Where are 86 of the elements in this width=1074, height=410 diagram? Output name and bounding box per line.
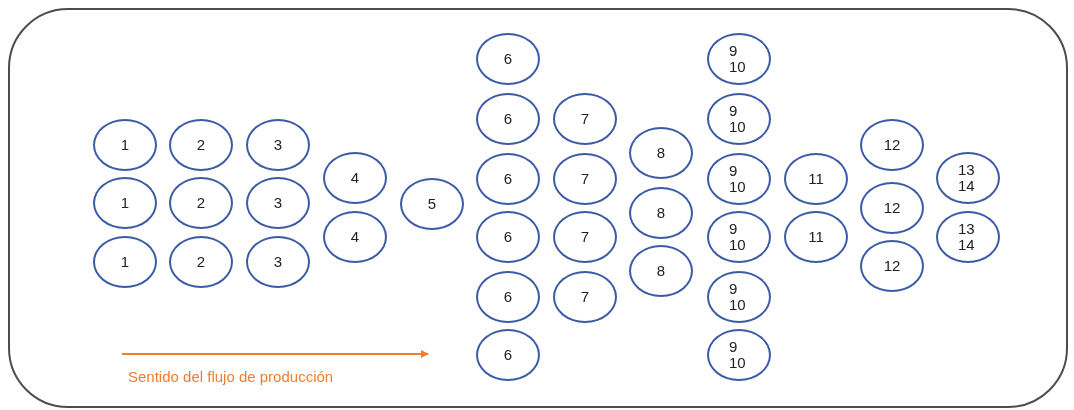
station-number: 9 (729, 281, 738, 297)
station-circle (707, 271, 771, 323)
station-circle (169, 177, 233, 229)
station-number: 8 (656, 263, 666, 279)
station-circle (629, 187, 693, 239)
station-circle (553, 153, 617, 205)
station-number: 10 (729, 179, 746, 195)
station-circle (169, 236, 233, 288)
station-circle (553, 211, 617, 263)
station-number: 5 (427, 196, 437, 212)
station-circle (936, 211, 1000, 263)
station-number: 13 (958, 221, 975, 237)
station-circle (707, 211, 771, 263)
station-number: 6 (503, 229, 513, 245)
station-number: 6 (503, 111, 513, 127)
station-circle (246, 119, 310, 171)
station-number: 7 (580, 229, 590, 245)
station-circle (860, 119, 924, 171)
station-circle (93, 119, 157, 171)
station-circle (246, 236, 310, 288)
station-circle (629, 245, 693, 297)
station-number: 2 (196, 254, 206, 270)
station-number: 10 (729, 355, 746, 371)
station-number: 6 (503, 289, 513, 305)
station-circle (323, 211, 387, 263)
station-number: 1 (120, 195, 130, 211)
station-circle (707, 33, 771, 85)
station-circle (553, 271, 617, 323)
station-number: 9 (729, 339, 738, 355)
station-circle (553, 93, 617, 145)
station-number: 10 (729, 237, 746, 253)
station-circle (860, 182, 924, 234)
station-circle (784, 211, 848, 263)
station-circle (629, 127, 693, 179)
station-circle (476, 33, 540, 85)
station-number: 9 (729, 103, 738, 119)
station-number: 3 (273, 195, 283, 211)
station-number: 10 (729, 119, 746, 135)
station-number: 4 (350, 229, 360, 245)
station-circle (707, 329, 771, 381)
station-number: 11 (808, 229, 824, 245)
station-circle (476, 93, 540, 145)
station-number: 14 (958, 237, 975, 253)
station-circle (246, 177, 310, 229)
station-number: 2 (196, 137, 206, 153)
station-circle (476, 211, 540, 263)
station-number: 7 (580, 111, 590, 127)
station-number: 1 (120, 137, 130, 153)
station-number: 13 (958, 162, 975, 178)
station-number: 7 (580, 289, 590, 305)
station-number: 12 (883, 137, 901, 153)
station-circle (476, 271, 540, 323)
station-circle (707, 153, 771, 205)
station-number: 12 (883, 200, 901, 216)
station-circle (784, 153, 848, 205)
station-number: 6 (503, 347, 513, 363)
station-circle (476, 329, 540, 381)
station-number: 6 (503, 171, 513, 187)
station-number: 1 (120, 254, 130, 270)
station-circle (169, 119, 233, 171)
station-circle (860, 240, 924, 292)
station-number: 12 (883, 258, 901, 274)
station-number: 11 (808, 171, 824, 187)
station-number: 3 (273, 254, 283, 270)
station-circle (476, 153, 540, 205)
station-number: 10 (729, 59, 746, 75)
station-number: 8 (656, 145, 666, 161)
station-number: 9 (729, 163, 738, 179)
plant-outline (8, 8, 1068, 408)
station-circle (323, 152, 387, 204)
flow-direction-label: Sentido del flujo de producción (128, 368, 334, 385)
station-circle (936, 152, 1000, 204)
station-number: 14 (958, 178, 975, 194)
station-circle (93, 177, 157, 229)
station-number: 3 (273, 137, 283, 153)
station-number: 10 (729, 297, 746, 313)
station-circle (707, 93, 771, 145)
station-number: 9 (729, 221, 738, 237)
station-circle (93, 236, 157, 288)
station-number: 4 (350, 170, 360, 186)
station-number: 6 (503, 51, 513, 67)
station-number: 2 (196, 195, 206, 211)
station-number: 9 (729, 43, 738, 59)
station-number: 7 (580, 171, 590, 187)
station-circle (400, 178, 464, 230)
station-number: 8 (656, 205, 666, 221)
